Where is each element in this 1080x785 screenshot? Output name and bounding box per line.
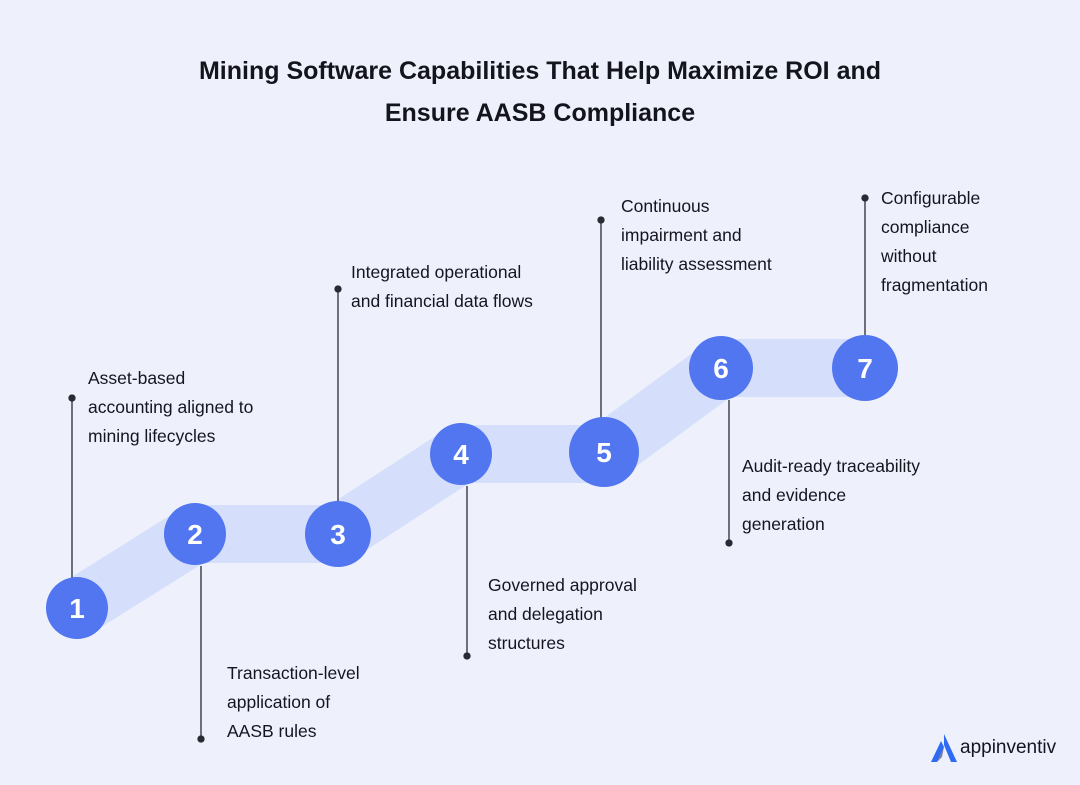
step-label-4: Governed approval and delegation structu… [488, 575, 637, 653]
step-node-1: 1 [46, 577, 108, 639]
step-label-1: Asset-based accounting aligned to mining… [88, 368, 254, 446]
brand-name: appinventiv [960, 737, 1057, 758]
step-number-1: 1 [69, 593, 85, 624]
step-node-5: 5 [569, 417, 639, 487]
connector-4 [463, 486, 471, 660]
step-number-3: 3 [330, 519, 346, 550]
brand-logo: appinventiv [930, 728, 1056, 768]
step-node-4: 4 [430, 423, 492, 485]
page-title: Mining Software Capabilities That Help M… [0, 50, 1080, 134]
step-node-7: 7 [832, 335, 898, 401]
step-label-3: Integrated operational and financial dat… [351, 262, 533, 311]
step-node-3: 3 [305, 501, 371, 567]
step-label-2: Transaction-level application of AASB ru… [227, 663, 360, 741]
step-number-7: 7 [857, 353, 873, 384]
step-node-2: 2 [164, 503, 226, 565]
step-label-5: Continuous impairment and liability asse… [621, 196, 772, 274]
step-label-6: Audit-ready traceability and evidence ge… [742, 456, 920, 534]
title-line-1: Mining Software Capabilities That Help M… [198, 57, 882, 85]
step-label-7: Configurable compliance without fragment… [881, 188, 989, 295]
step-number-6: 6 [713, 353, 729, 384]
connector-6 [725, 400, 733, 547]
connector-3 [334, 285, 342, 504]
step-number-5: 5 [596, 437, 612, 468]
connector-2 [197, 566, 205, 743]
step-node-6: 6 [689, 336, 753, 400]
appinventiv-logo-icon [931, 734, 957, 762]
step-number-2: 2 [187, 519, 203, 550]
connector-1 [68, 394, 76, 582]
step-number-4: 4 [453, 439, 469, 470]
connector-5 [597, 216, 605, 420]
title-line-2: Ensure AASB Compliance [384, 99, 696, 127]
connector-7 [861, 194, 869, 336]
